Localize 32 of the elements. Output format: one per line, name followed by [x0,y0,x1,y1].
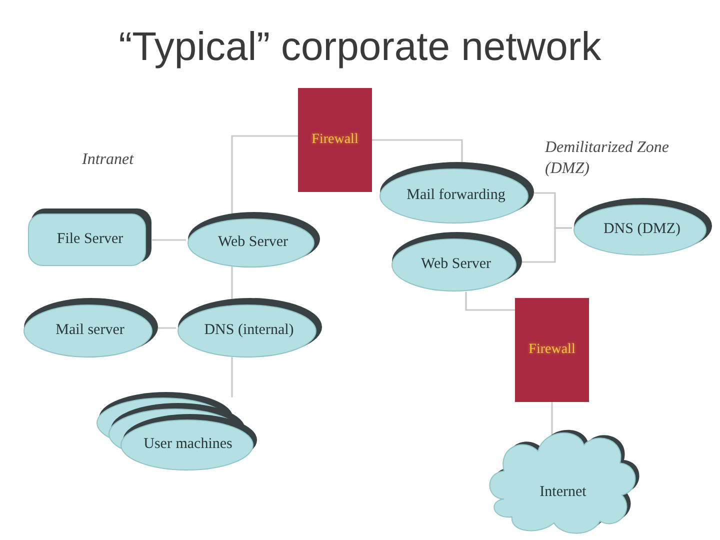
node-label: File Server [56,230,124,248]
connector-line [465,292,515,311]
node-label: DNS (internal) [204,322,294,338]
server-ellipse [572,198,712,256]
node-label: Mail server [56,322,124,338]
node-label: Web Server [420,256,491,272]
server-ellipse [390,232,522,292]
node-label: User machines [144,436,232,452]
connector-line [372,139,463,162]
server-ellipse [186,212,320,268]
connector-line [152,239,186,241]
connector-line [551,402,553,434]
connector-line [231,135,298,214]
connector-line [231,266,233,299]
server-ellipse [22,298,158,358]
node-label: Internet [540,484,586,500]
zone-label: Demilitarized Zone (DMZ) [545,138,670,179]
node-label: Firewall [312,132,358,148]
server-ellipse [378,162,534,224]
connector-line [522,227,572,263]
node-label: Firewall [528,342,576,358]
node-label: Web Server [218,234,288,250]
firewall-block [298,88,372,192]
node-label: Mail forwarding [406,186,506,204]
server-ellipse [176,298,322,358]
server-shape [28,208,152,266]
firewall-block [515,298,589,402]
zone-label: Intranet [82,150,135,170]
diagram-title: “Typical” corporate network [118,24,602,70]
connector-line [231,357,233,398]
node-label: DNS (DMZ) [603,220,681,238]
connector-line [158,327,176,329]
